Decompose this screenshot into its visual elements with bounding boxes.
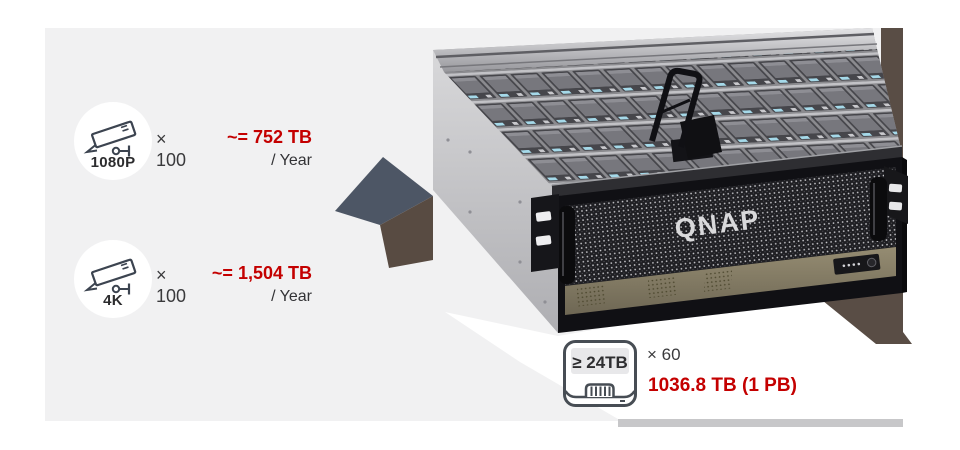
capacity-value: ~= 752 TB: [226, 127, 312, 147]
total-capacity: 1036.8 TB (1 PB): [648, 375, 797, 396]
panel-bottom-shadow: [618, 419, 903, 427]
cctv-camera-icon: [83, 258, 137, 295]
floor-highlight: [445, 282, 903, 419]
camera-resolution-label: 1080P: [90, 154, 136, 171]
cctv-camera-icon: [83, 120, 137, 157]
camera-count: × 100: [156, 129, 187, 170]
front-mesh: [565, 167, 896, 286]
raised-drive-handle: [649, 67, 722, 163]
camera-icon-circle: 1080P: [74, 102, 152, 180]
drive-count: × 60: [647, 345, 681, 364]
cast-shadow-dark: [335, 157, 433, 225]
drive-capacity-label: ≥ 24TB: [572, 353, 628, 372]
right-handle: [870, 177, 887, 241]
front-top-rail: [552, 146, 902, 197]
hard-drive-icon: ≥ 24TB: [563, 340, 637, 407]
camera-count: × 100: [156, 265, 187, 306]
capacity-unit: / Year: [271, 288, 312, 305]
capacity-unit: / Year: [271, 152, 312, 169]
drive-bays-top: [444, 49, 902, 193]
led-status-panel: [833, 253, 881, 275]
right-rack-ear: [870, 166, 908, 241]
left-handle: [559, 206, 575, 284]
left-rack-ear: [531, 194, 575, 284]
camera-resolution-label: 4K: [103, 292, 123, 309]
server-front-panel: QNAP: [558, 157, 907, 333]
capacity-value: ~= 1,504 TB: [211, 263, 312, 283]
cast-shadow-brown: [380, 196, 433, 268]
camera-icon-circle: 4K: [74, 240, 152, 318]
